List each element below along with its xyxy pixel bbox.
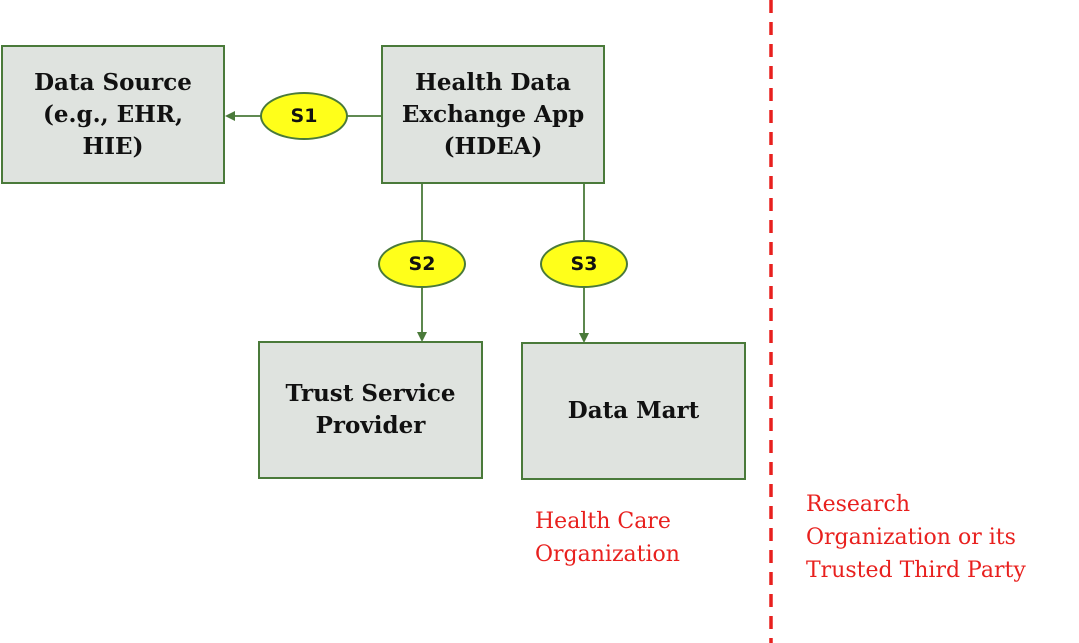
step-badge-s2: S2	[378, 240, 466, 288]
trust-service-provider-line-2: Provider	[315, 412, 426, 439]
data-source-line-2: (e.g., EHR,	[42, 100, 183, 128]
zone-label-hco-line-2: Organization	[535, 542, 680, 567]
trust-service-provider-line-1: Trust Service	[285, 380, 456, 407]
step-badge-s1: S1	[260, 92, 348, 140]
zone-label-health-care-organization: Health Care Organization	[535, 505, 680, 571]
data-source-box: Data Source (e.g., EHR, HIE)	[1, 45, 225, 184]
data-source-line-3: HIE)	[82, 132, 144, 160]
hdea-box: Health Data Exchange App (HDEA)	[381, 45, 605, 184]
data-mart-box: Data Mart	[521, 342, 746, 480]
zone-label-ro-line-2: Organization or its	[806, 525, 1016, 550]
zone-label-research-organization: Research Organization or its Trusted Thi…	[806, 488, 1026, 587]
zone-label-ro-line-3: Trusted Third Party	[806, 558, 1026, 583]
hdea-line-1: Health Data	[415, 68, 571, 96]
step-badge-s3: S3	[540, 240, 628, 288]
hdea-line-2: Exchange App	[401, 100, 585, 128]
zone-label-hco-line-1: Health Care	[535, 509, 671, 534]
data-source-line-1: Data Source	[34, 68, 192, 96]
zone-label-ro-line-1: Research	[806, 492, 911, 517]
trust-service-provider-box: Trust Service Provider	[258, 341, 483, 479]
data-mart-line-1: Data Mart	[567, 397, 700, 424]
hdea-line-3: (HDEA)	[443, 132, 543, 160]
